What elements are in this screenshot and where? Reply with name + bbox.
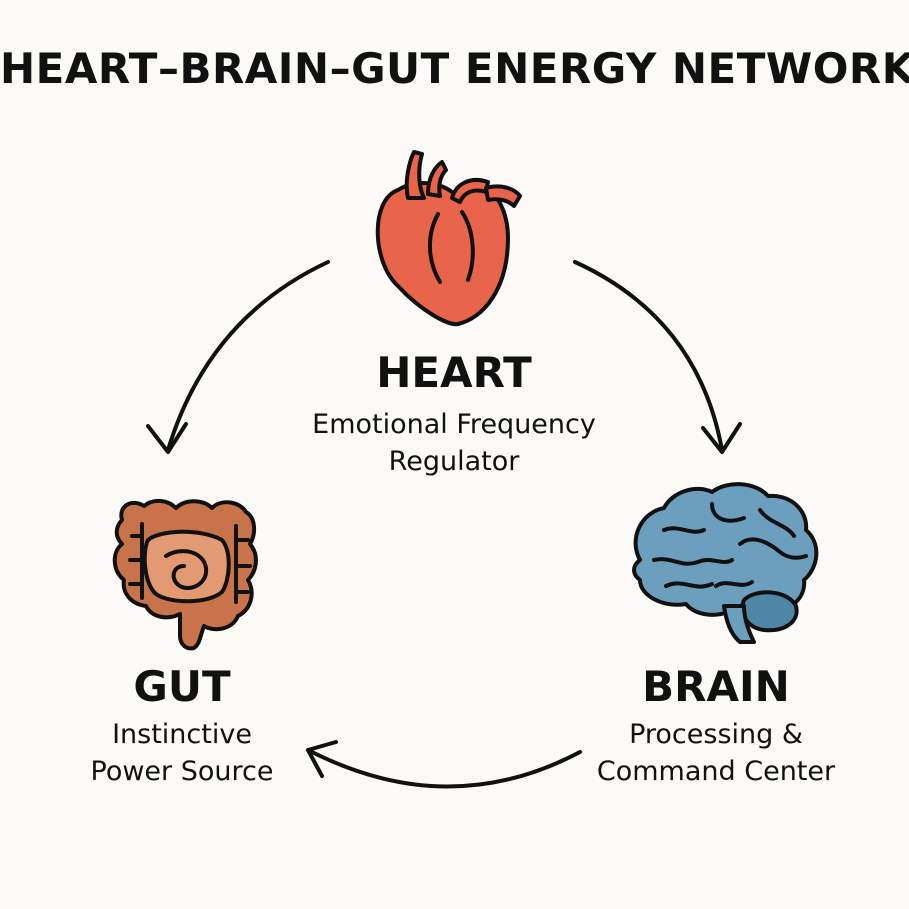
gut-label: GUT (133, 662, 231, 711)
gut-subtitle: Instinctive Power Source (32, 716, 332, 790)
intestines-icon (112, 499, 258, 651)
heart-subtitle: Emotional Frequency Regulator (254, 406, 654, 480)
gut-subtitle-line1: Instinctive (112, 719, 252, 750)
arrows (146, 260, 742, 789)
brain-subtitle: Processing & Command Center (516, 716, 909, 790)
page-title: HEART–BRAIN–GUT ENERGY NETWORK (0, 44, 909, 93)
heart-subtitle-line2: Regulator (388, 446, 520, 477)
brain-subtitle-line2: Command Center (596, 756, 836, 787)
brain-subtitle-line1: Processing & (629, 719, 803, 750)
brain-icon (632, 482, 819, 644)
gut-subtitle-line2: Power Source (90, 756, 274, 787)
arrow-heart-to-brain (573, 260, 724, 452)
heart-subtitle-line1: Emotional Frequency (312, 409, 596, 440)
heart-icon (375, 150, 522, 327)
heart-label: HEART (376, 348, 532, 397)
arrow-brain-to-gut-head (306, 740, 338, 778)
brain-label: BRAIN (642, 662, 790, 711)
arrow-heart-to-brain-head (701, 422, 742, 454)
arrow-heart-to-gut-head (146, 422, 188, 454)
arrow-heart-to-gut (166, 260, 330, 452)
arrow-brain-to-gut (306, 748, 582, 789)
